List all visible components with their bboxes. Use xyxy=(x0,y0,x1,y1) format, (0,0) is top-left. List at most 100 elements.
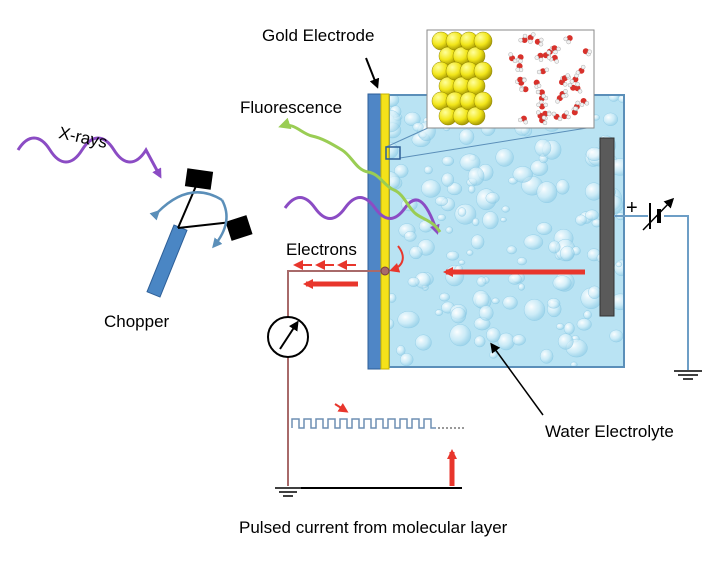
water-droplet xyxy=(539,348,554,364)
water-droplet xyxy=(491,297,500,305)
hydrogen-atom xyxy=(553,49,558,55)
hydrogen-atom xyxy=(567,82,573,88)
water-droplet xyxy=(548,240,561,254)
hydrogen-atom xyxy=(575,100,580,106)
water-droplet xyxy=(468,185,476,194)
water-droplet xyxy=(457,207,467,217)
water-droplet xyxy=(523,298,546,321)
water-droplet xyxy=(563,322,575,335)
hydrogen-atom xyxy=(518,38,523,43)
water-droplet xyxy=(449,324,472,347)
water-droplet xyxy=(552,275,572,291)
water-droplet xyxy=(609,329,624,343)
water-droplet xyxy=(447,182,463,196)
label-gold-electrode: Gold Electrode xyxy=(262,26,375,45)
water-droplet xyxy=(614,259,624,276)
hydrogen-atom xyxy=(557,116,563,122)
water-droplet xyxy=(400,353,414,367)
hydrogen-atom xyxy=(556,46,561,52)
gold-atom xyxy=(473,91,493,111)
gold-electrode-pointer xyxy=(365,57,380,89)
water-droplet xyxy=(482,211,499,230)
battery-circuit xyxy=(614,215,689,370)
oxygen-atom xyxy=(540,68,546,75)
oxygen-atom xyxy=(542,110,549,117)
water-droplet xyxy=(523,234,544,250)
caption: Pulsed current from molecular layer xyxy=(239,518,508,537)
label-fluorescence: Fluorescence xyxy=(240,98,343,117)
hydrogen-atom xyxy=(534,55,539,60)
label-battery-plus: + xyxy=(626,197,638,219)
water-droplet xyxy=(459,128,475,145)
water-droplet xyxy=(404,111,421,127)
hydrogen-atom xyxy=(512,58,518,64)
water-droplet xyxy=(547,298,561,309)
water-droplet xyxy=(423,165,433,175)
hydrogen-atom xyxy=(535,89,541,95)
hydrogen-atom xyxy=(581,64,586,70)
water-droplet xyxy=(570,361,578,367)
water-droplet xyxy=(409,245,423,260)
electrolyte-cell xyxy=(388,94,625,368)
hydrogen-atom xyxy=(538,42,544,47)
water-droplet xyxy=(557,333,574,350)
oxygen-atom xyxy=(517,76,524,83)
hydrogen-atom xyxy=(587,49,592,54)
water-droplet xyxy=(472,217,480,227)
water-droplet xyxy=(500,217,507,223)
chopper-icon xyxy=(146,168,253,298)
hydrogen-atom xyxy=(563,82,568,87)
hydrogen-atom xyxy=(579,102,585,107)
hydrogen-atom xyxy=(508,52,513,57)
water-droplet xyxy=(603,112,618,126)
hydrogen-atom xyxy=(522,33,528,39)
oxygen-atom xyxy=(566,35,573,42)
zoom-box xyxy=(385,146,401,160)
label-water-electrolyte: Water Electrolyte xyxy=(545,422,674,441)
ammeter-icon xyxy=(267,316,309,358)
water-droplet xyxy=(472,290,490,309)
water-droplet xyxy=(507,273,522,285)
hydrogen-atom xyxy=(577,89,583,94)
water-droplet xyxy=(485,192,500,204)
water-droplet xyxy=(474,335,486,348)
water-droplet xyxy=(575,214,587,226)
label-chopper: Chopper xyxy=(104,312,170,331)
water-droplet xyxy=(389,293,397,303)
battery-icon xyxy=(642,197,675,231)
hydrogen-atom xyxy=(541,115,547,120)
water-droplet xyxy=(560,245,575,262)
hydrogen-atom xyxy=(536,69,542,75)
pulse-train xyxy=(291,403,465,486)
hydrogen-atom xyxy=(544,67,549,73)
molecular-inset xyxy=(385,29,595,160)
water-droplet xyxy=(502,295,518,310)
hydrogen-atom xyxy=(566,39,571,45)
hydrogen-atom xyxy=(523,119,528,125)
water-droplet xyxy=(536,181,558,203)
hydrogen-atom xyxy=(563,89,568,94)
oxygen-atom xyxy=(538,89,545,96)
label-electrons: Electrons xyxy=(286,240,357,259)
hydrogen-atom xyxy=(546,50,551,55)
water-droplet xyxy=(441,172,455,187)
water-droplet xyxy=(583,310,592,320)
water-droplet xyxy=(576,318,592,331)
hydrogen-atom xyxy=(566,114,571,120)
hydrogen-atom xyxy=(551,111,557,117)
hydrogen-atom xyxy=(569,79,575,84)
hydrogen-atom xyxy=(528,39,533,44)
water-droplet xyxy=(445,226,453,234)
water-droplet xyxy=(536,222,553,235)
water-droplet xyxy=(396,345,406,356)
water-droplet xyxy=(495,148,514,167)
xray-beam-electrode xyxy=(283,196,440,235)
water-droplet xyxy=(518,283,525,291)
fluorescence-wave xyxy=(278,117,442,233)
water-droplet xyxy=(476,276,487,287)
water-droplet xyxy=(450,307,467,324)
water-droplet xyxy=(446,250,460,261)
counter-electrode xyxy=(599,137,615,317)
gold-atom xyxy=(473,31,493,51)
